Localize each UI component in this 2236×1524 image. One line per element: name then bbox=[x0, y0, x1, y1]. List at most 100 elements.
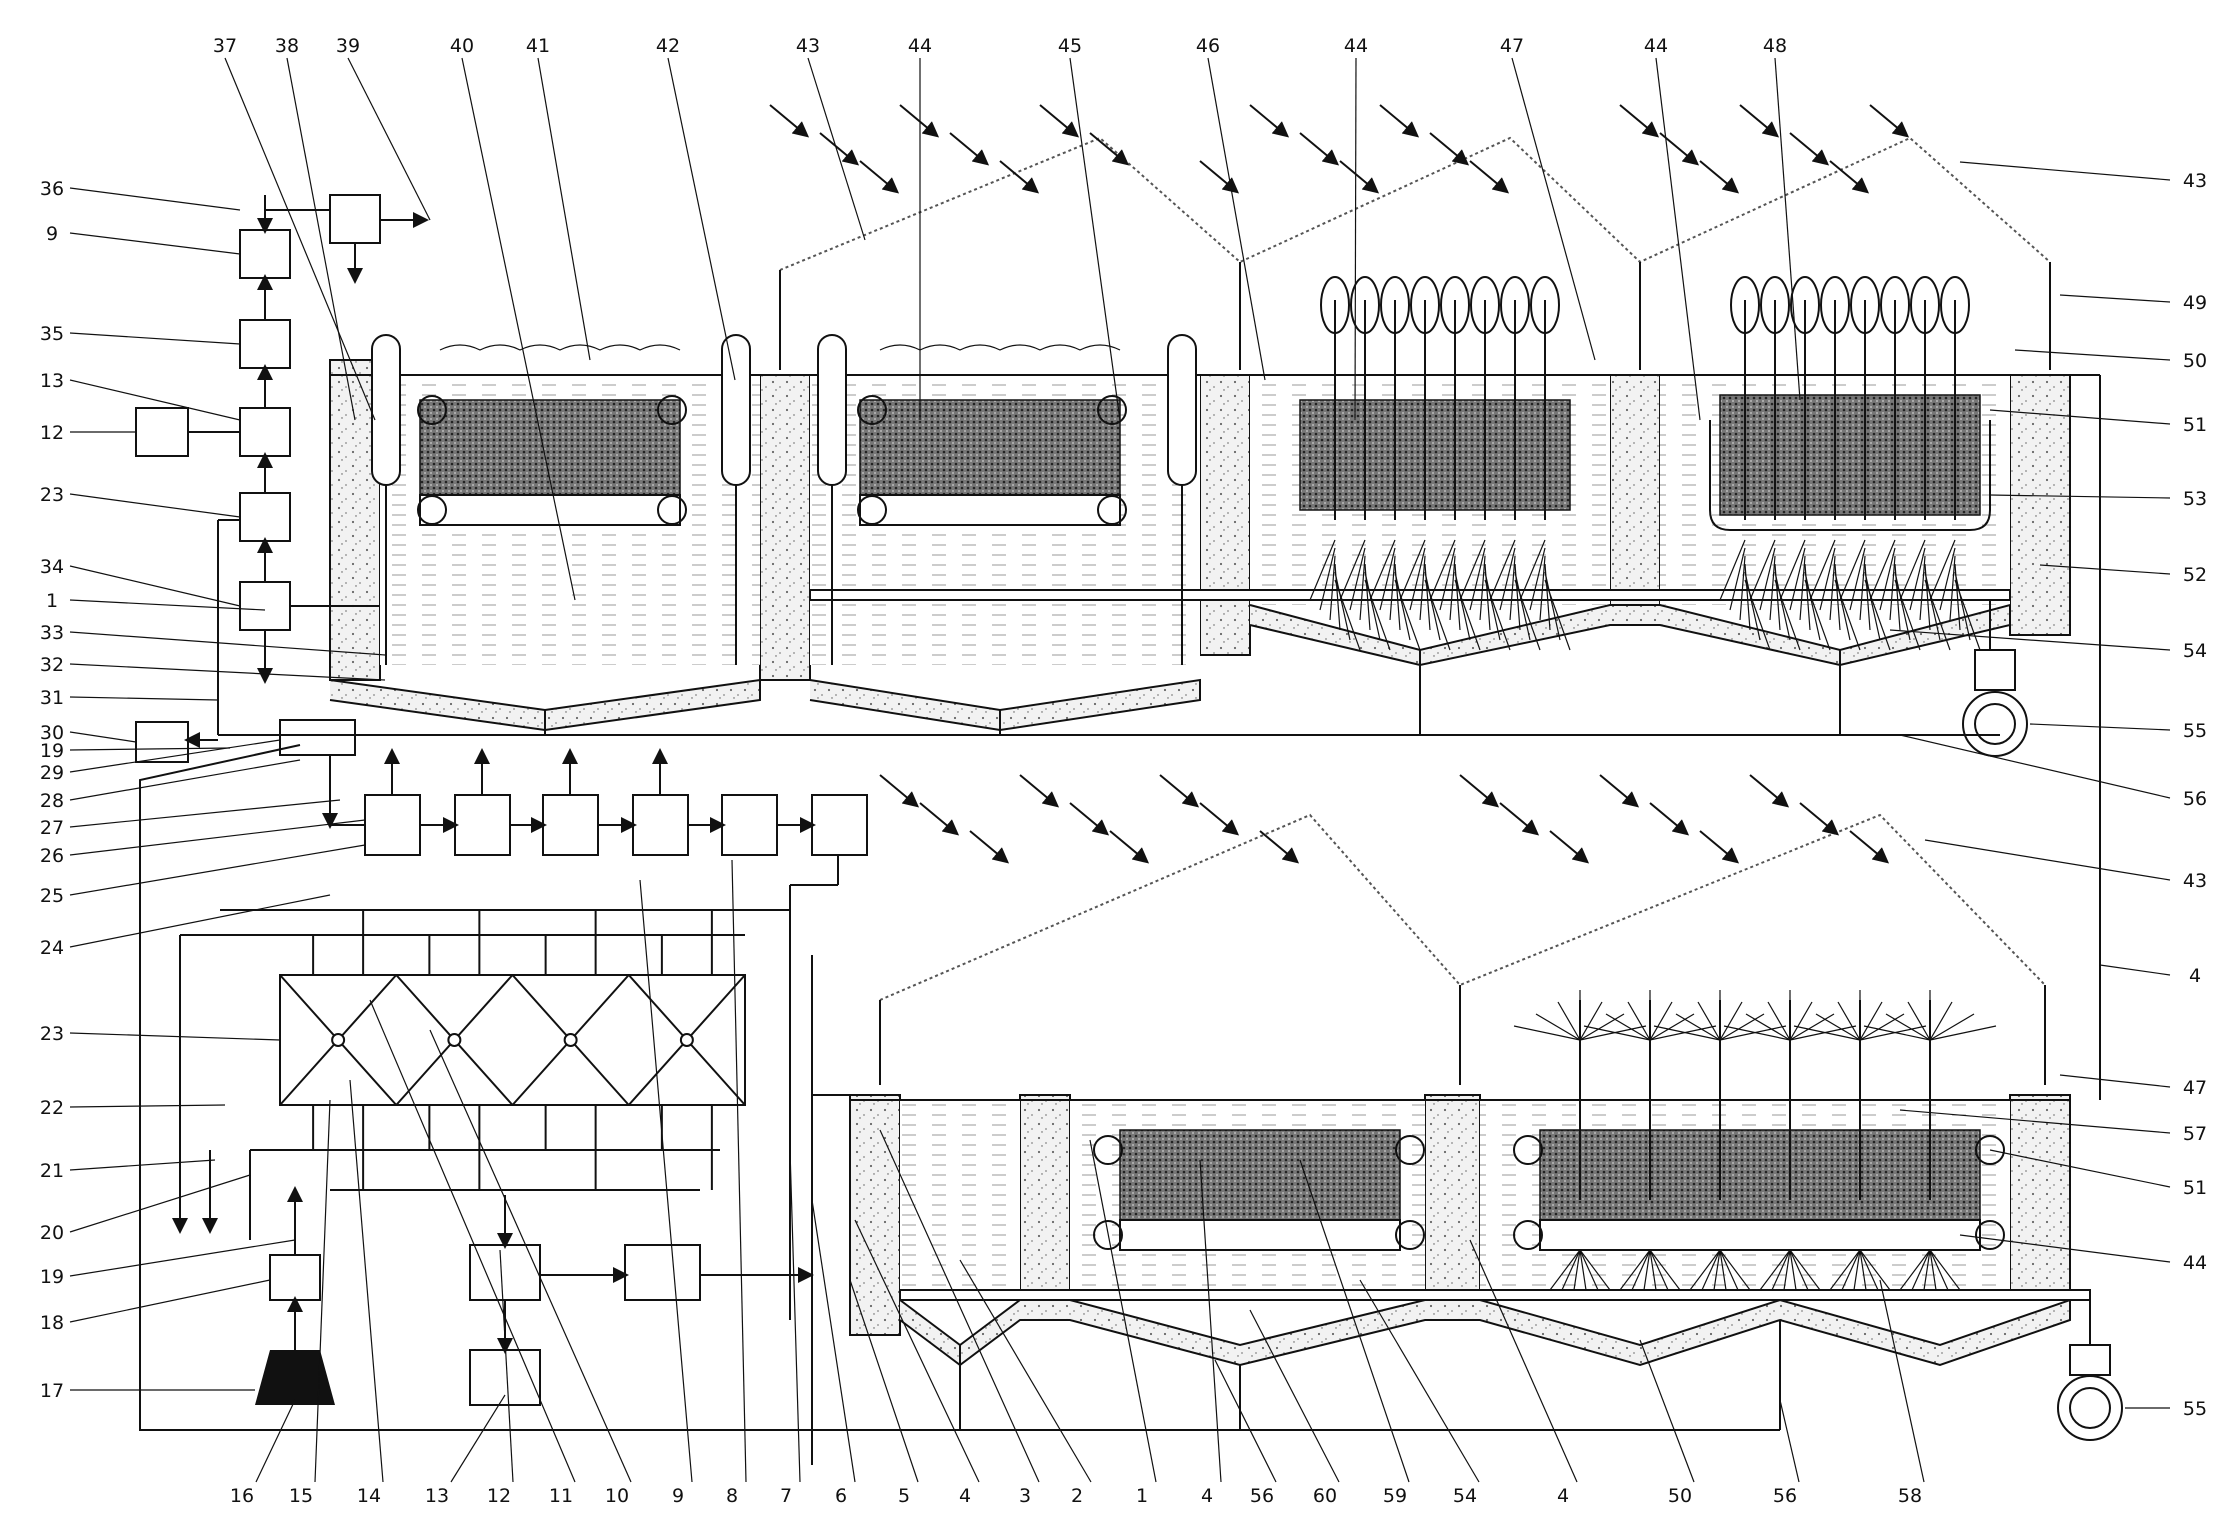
labels-top-text-0: 37 bbox=[213, 35, 237, 57]
labels-bottom-leader-7 bbox=[639, 879, 693, 1483]
labels-left-text-7: 1 bbox=[46, 590, 58, 612]
labels-bottom-text-21: 4 bbox=[1557, 1485, 1569, 1507]
labels-left-text-4: 12 bbox=[40, 422, 64, 444]
labels-left-leader-7 bbox=[69, 599, 266, 611]
sun-ray bbox=[769, 104, 810, 138]
labels-bottom-leader-16 bbox=[1199, 1159, 1222, 1483]
labels-right-leader-9 bbox=[1924, 839, 2171, 881]
labels-top-leader-8 bbox=[1069, 57, 1121, 421]
labels-left-leader-5 bbox=[69, 493, 241, 518]
labels-left-leader-11 bbox=[69, 731, 137, 743]
sun-ray bbox=[1069, 802, 1110, 836]
sun-ray bbox=[1429, 132, 1470, 166]
labels-bottom-text-7: 9 bbox=[672, 1485, 684, 1507]
process-flow bbox=[135, 194, 2000, 1465]
labels-bottom-leader-21 bbox=[1469, 1239, 1578, 1483]
labels-left-leader-14 bbox=[69, 759, 301, 801]
labels-bottom-text-12: 4 bbox=[959, 1485, 971, 1507]
sun-ray bbox=[1749, 774, 1790, 808]
labels-left-leader-22 bbox=[69, 1174, 251, 1233]
labels-right-leader-11 bbox=[2059, 1074, 2171, 1088]
labels-left-leader-13 bbox=[69, 739, 281, 773]
labels-bottom-leader-19 bbox=[1299, 1159, 1410, 1483]
labels-top-leader-3 bbox=[461, 57, 576, 601]
labels-left-text-11: 30 bbox=[40, 722, 64, 744]
labels-right-text-12: 57 bbox=[2183, 1123, 2207, 1145]
labels-top-leader-10 bbox=[1354, 57, 1357, 421]
sun-ray bbox=[899, 104, 940, 138]
labels-left-leader-3 bbox=[69, 379, 241, 421]
labels-top-text-3: 40 bbox=[450, 35, 474, 57]
labels-bottom-leader-5 bbox=[369, 999, 576, 1483]
labels-top-leader-6 bbox=[807, 57, 866, 241]
labels-top-text-6: 43 bbox=[796, 35, 820, 57]
labels-right-text-9: 43 bbox=[2183, 870, 2207, 892]
labels-left-text-0: 36 bbox=[40, 178, 64, 200]
sun-ray bbox=[1249, 104, 1290, 138]
labels-left-leader-6 bbox=[69, 565, 241, 607]
sun-ray bbox=[1549, 830, 1590, 864]
labels-left-text-8: 33 bbox=[40, 622, 64, 644]
labels-top-leader-9 bbox=[1207, 57, 1266, 381]
sun-ray bbox=[1829, 160, 1870, 194]
sun-ray bbox=[1649, 802, 1690, 836]
labels-right-text-4: 53 bbox=[2183, 488, 2207, 510]
labels-left-leader-9 bbox=[69, 663, 386, 681]
labels-bottom-text-3: 13 bbox=[425, 1485, 449, 1507]
labels-right-leader-12 bbox=[1899, 1109, 2171, 1134]
labels-right-leader-2 bbox=[2014, 349, 2171, 361]
labels-bottom-text-5: 11 bbox=[549, 1485, 573, 1507]
labels-left-text-20: 22 bbox=[40, 1097, 64, 1119]
labels-left-text-10: 31 bbox=[40, 687, 64, 709]
labels-bottom-text-4: 12 bbox=[487, 1485, 511, 1507]
lower-beds bbox=[1093, 990, 2005, 1291]
sun-ray bbox=[919, 802, 960, 836]
sun-ray bbox=[1599, 774, 1640, 808]
labels-top-text-5: 42 bbox=[656, 35, 680, 57]
labels-bottom-text-11: 5 bbox=[898, 1485, 910, 1507]
sun-ray bbox=[1159, 774, 1200, 808]
upper-floating-beds bbox=[371, 334, 1197, 665]
labels-bottom-text-14: 2 bbox=[1071, 1485, 1083, 1507]
labels-left-text-21: 21 bbox=[40, 1160, 64, 1182]
sun-ray bbox=[1259, 830, 1300, 864]
labels-bottom-leader-6 bbox=[429, 1029, 632, 1483]
labels-bottom-text-23: 56 bbox=[1773, 1485, 1797, 1507]
labels-left-leader-8 bbox=[69, 631, 386, 656]
labels-top-leader-13 bbox=[1774, 57, 1801, 401]
labels-right-text-3: 51 bbox=[2183, 414, 2207, 436]
labels-bottom-leader-0 bbox=[255, 1399, 296, 1483]
labels-top-text-4: 41 bbox=[526, 35, 550, 57]
labels-left-text-2: 35 bbox=[40, 323, 64, 345]
labels-bottom-text-8: 8 bbox=[726, 1485, 738, 1507]
labels-left-leader-16 bbox=[69, 819, 366, 856]
labels-bottom-leader-11 bbox=[849, 1279, 919, 1483]
labels-left-text-19: 23 bbox=[40, 1023, 64, 1045]
labels-bottom-leader-2 bbox=[349, 1079, 384, 1483]
labels-right-leader-1 bbox=[2059, 294, 2171, 303]
labels-top-text-7: 44 bbox=[908, 35, 932, 57]
labels-left-text-3: 13 bbox=[40, 370, 64, 392]
labels-left-text-9: 32 bbox=[40, 654, 64, 676]
labels-left-text-1: 9 bbox=[46, 223, 58, 245]
labels-bottom-leader-9 bbox=[789, 1149, 801, 1483]
sun-ray bbox=[1799, 802, 1840, 836]
upper-greenhouse-roof bbox=[779, 136, 2051, 370]
labels-left-leader-19 bbox=[69, 1032, 281, 1041]
labels-right-leader-13 bbox=[1989, 1149, 2171, 1188]
labels-left-text-15: 27 bbox=[40, 817, 64, 839]
labels-bottom-text-24: 58 bbox=[1898, 1485, 1922, 1507]
labels-top-text-9: 46 bbox=[1196, 35, 1220, 57]
labels-bottom-leader-23 bbox=[1779, 1399, 1800, 1483]
labels-bottom-leader-20 bbox=[1359, 1279, 1480, 1483]
labels-top-text-2: 39 bbox=[336, 35, 360, 57]
labels-bottom-text-0: 16 bbox=[230, 1485, 254, 1507]
upper-plant-beds bbox=[1299, 276, 1991, 651]
labels-bottom-text-1: 15 bbox=[289, 1485, 313, 1507]
sun-ray bbox=[1849, 830, 1890, 864]
labels-bottom-leader-8 bbox=[731, 859, 747, 1483]
labels-right-text-14: 44 bbox=[2183, 1252, 2207, 1274]
